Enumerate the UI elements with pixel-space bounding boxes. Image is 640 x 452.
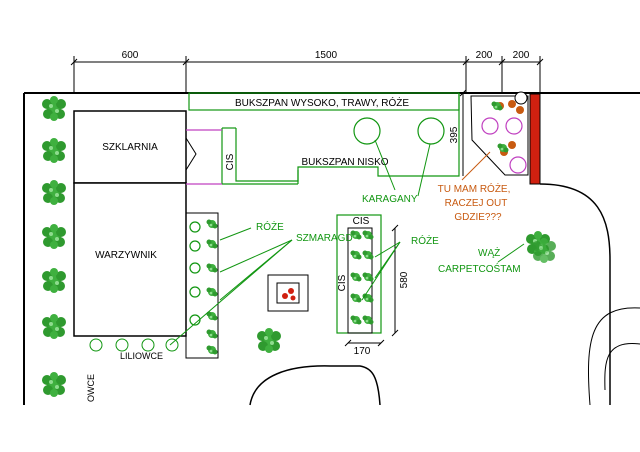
- bed-roses: [350, 230, 374, 325]
- note-leader: [461, 151, 491, 181]
- karagany-label: KARAGANY: [362, 194, 418, 205]
- liliowce-row: [89, 338, 179, 352]
- vegetable-garden-label: WARZYWNIK: [95, 250, 157, 261]
- rose-strip: [185, 212, 219, 359]
- top-dimension-chain: [70, 56, 544, 92]
- dimension-200-b: 200: [513, 50, 530, 61]
- left-hedge: [42, 96, 66, 397]
- liliowce-label: LILIOWCE: [120, 351, 163, 361]
- annotation-leaders: [169, 139, 431, 346]
- karagany-shrub-1: [353, 117, 381, 145]
- snake-leader: [497, 243, 525, 263]
- note-line-1: TU MAM RÓŻE,: [438, 182, 511, 195]
- liliowce-side-label: OWCE: [86, 374, 96, 402]
- snake-label: WĄŻ: [478, 246, 500, 259]
- right-dimension: [459, 89, 467, 176]
- low-hedge-label: BUKSZPAN NISKO: [301, 157, 388, 168]
- karagany-shrub-2: [417, 117, 445, 145]
- dimension-580: 580: [399, 271, 410, 288]
- driveway-edge: [539, 183, 611, 405]
- corner-circle-3: [509, 156, 527, 174]
- dimension-1500: 1500: [315, 50, 338, 61]
- dimension-170: 170: [354, 346, 371, 357]
- greenhouse-label: SZKLARNIA: [102, 142, 158, 153]
- dimension-600: 600: [122, 50, 139, 61]
- top-hedge-label: BUKSZPAN WYSOKO, TRAWY, RÓŻE: [235, 96, 409, 109]
- smaragd-label: SZMARAGD: [296, 233, 353, 244]
- cis-bed-side-label: CIS: [337, 274, 348, 291]
- corner-white-circle: [514, 91, 528, 105]
- driveway-curb: [588, 307, 640, 406]
- corner-circle-1: [481, 117, 499, 135]
- low-hedge: [235, 93, 460, 182]
- left-roses: [189, 219, 218, 355]
- center-shrub: [257, 328, 281, 353]
- dimension-200-a: 200: [476, 50, 493, 61]
- red-fence: [529, 93, 541, 185]
- note-line-3: GDZIE???: [454, 212, 502, 223]
- carpet-label: CARPETCOŚTAM: [438, 262, 521, 275]
- greenhouse-door: [185, 136, 197, 172]
- bottom-road: [249, 365, 381, 406]
- corner-circle-2: [505, 117, 523, 135]
- roses-right-label: RÓŻE: [411, 234, 439, 247]
- dimension-395: 395: [449, 126, 460, 143]
- driveway-curb-2: [604, 343, 640, 391]
- fountain-icon: [282, 288, 296, 301]
- roses-left-label: RÓŻE: [256, 220, 284, 233]
- cis-left-label: CIS: [225, 153, 236, 170]
- cis-bed-top-label: CIS: [353, 216, 370, 227]
- corner-roses: [491, 100, 524, 156]
- fountain-inner: [276, 282, 300, 304]
- fountain-box: [267, 274, 309, 312]
- note-line-2: RACZEJ OUT: [445, 198, 508, 209]
